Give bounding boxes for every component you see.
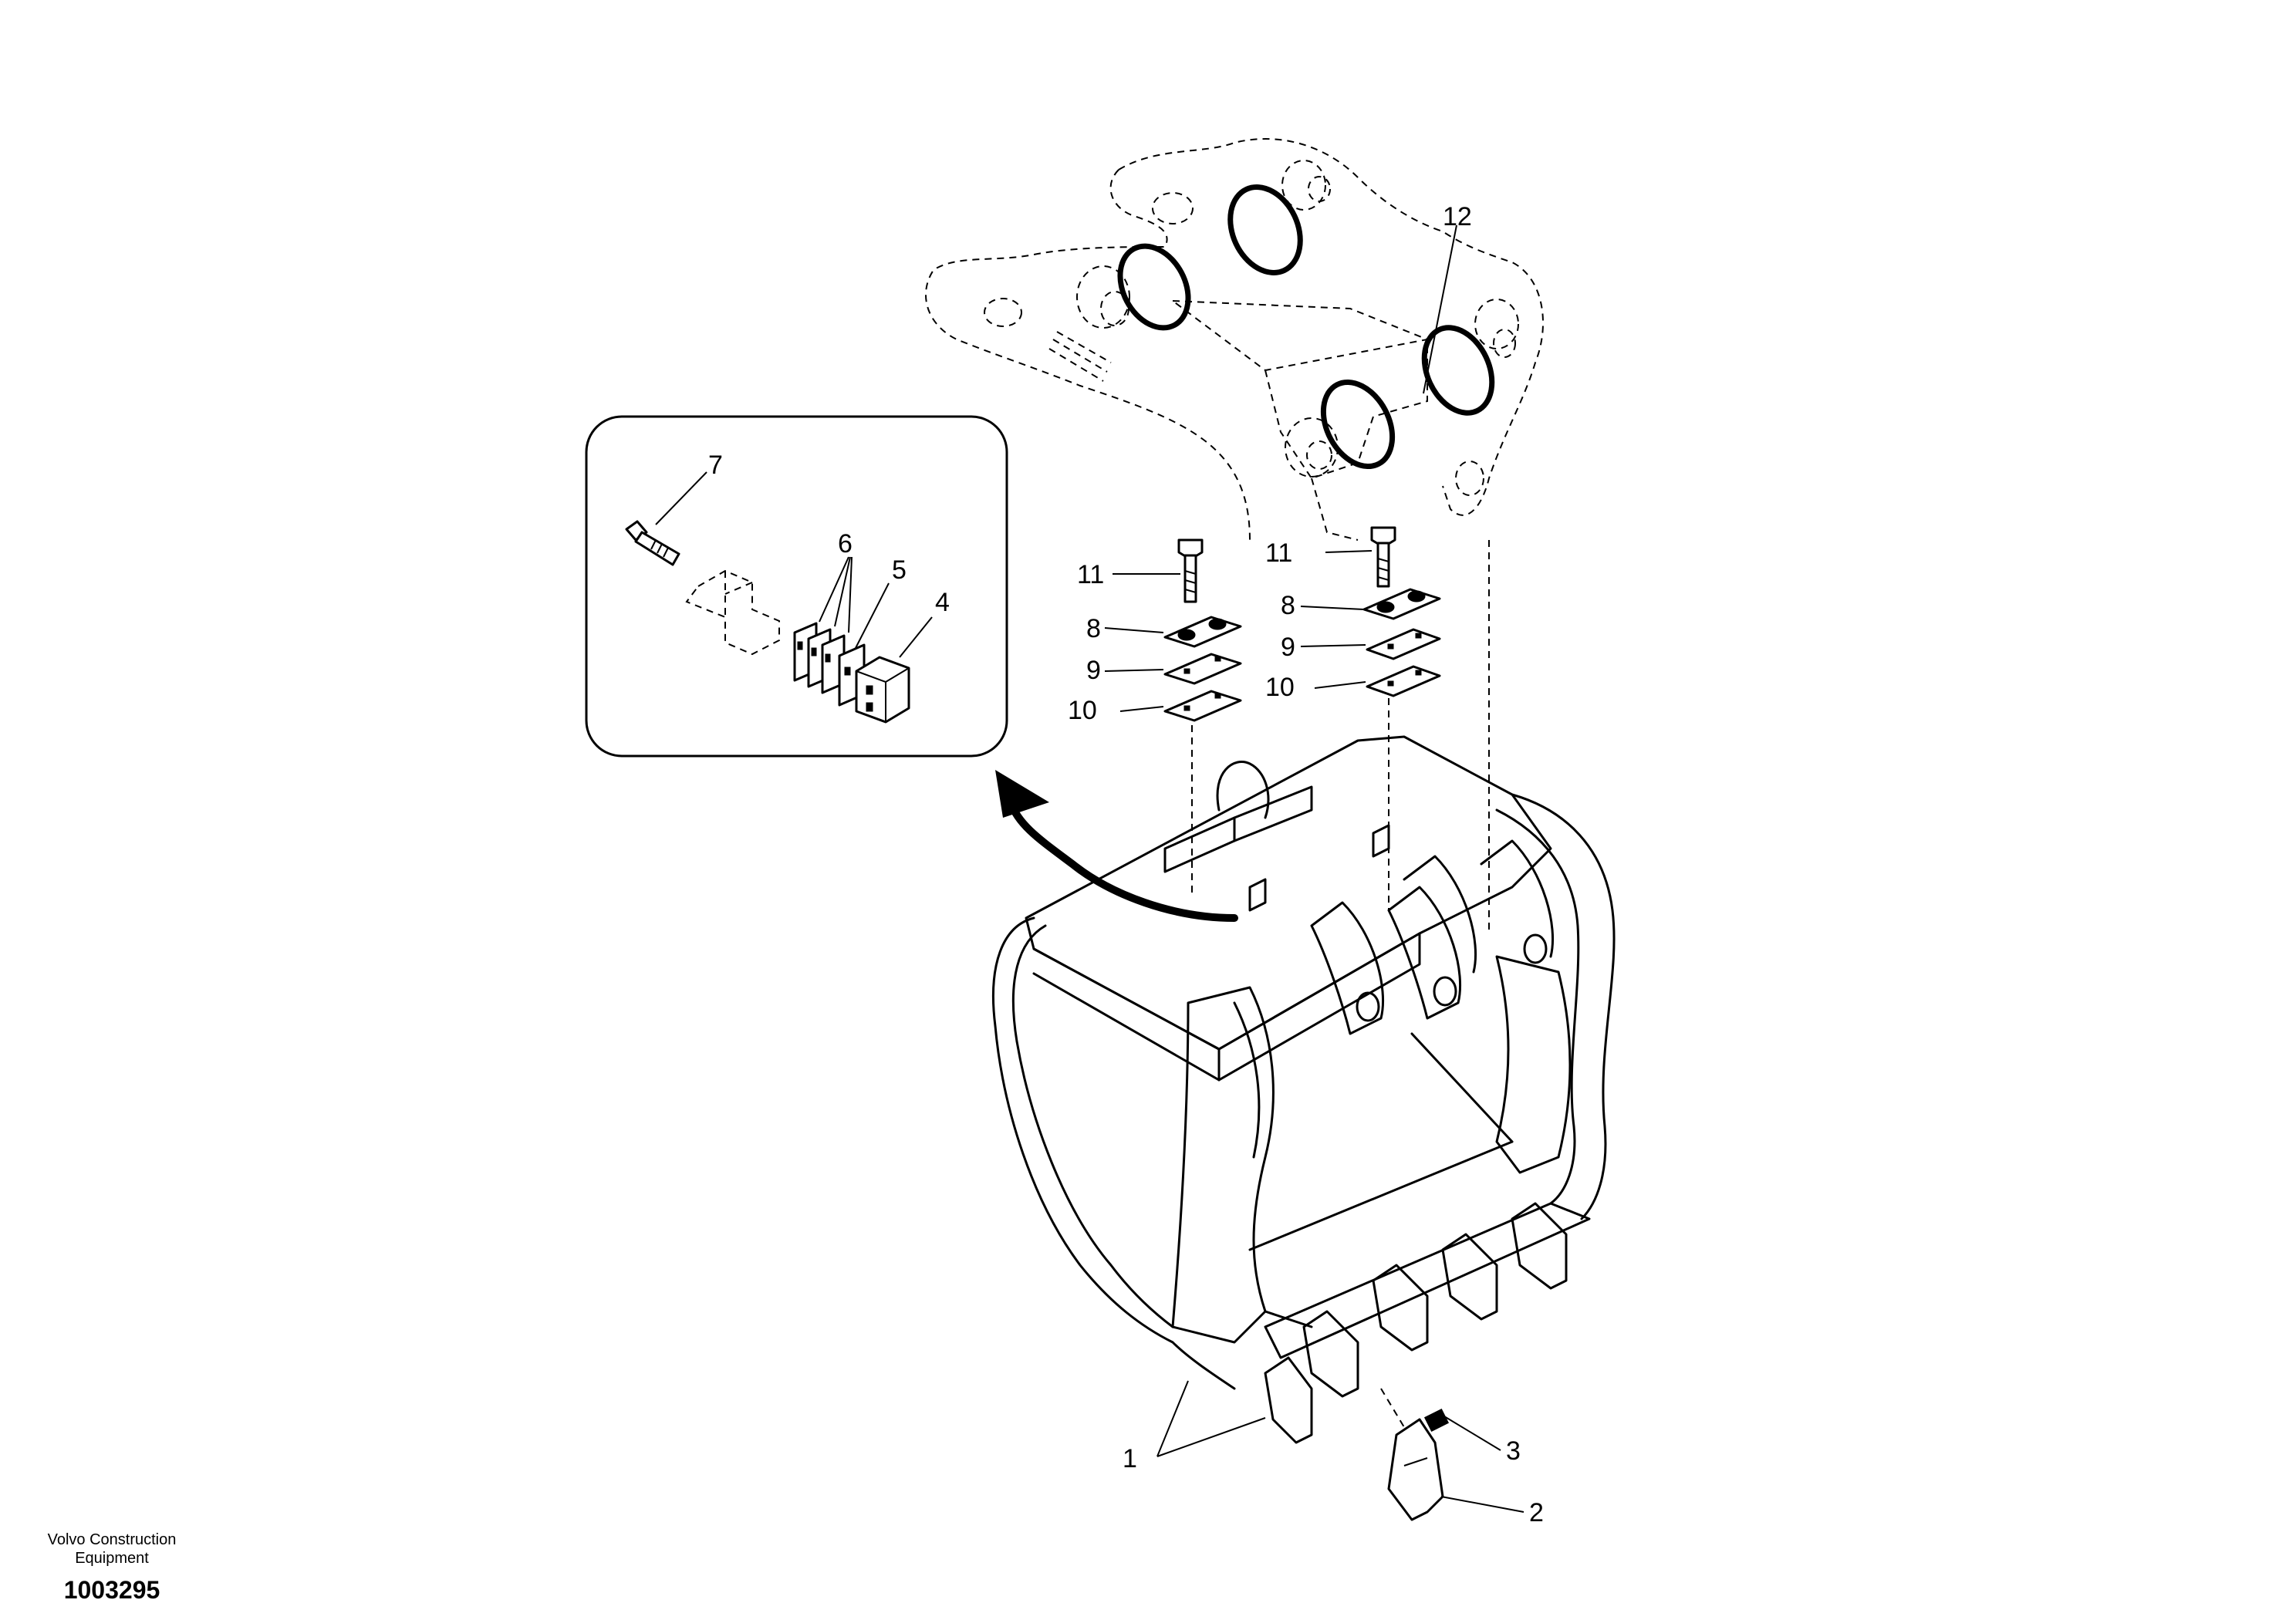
detail-inset	[585, 415, 1008, 758]
bucket	[992, 735, 1616, 1444]
block-4	[855, 656, 910, 724]
callout-8-right: 8	[1281, 591, 1295, 620]
right-pin-stack	[1362, 526, 1490, 933]
bolt-7	[625, 520, 680, 566]
callout-11-right: 11	[1265, 538, 1292, 568]
callout-10-left: 10	[1068, 696, 1097, 725]
callout-5: 5	[892, 555, 907, 585]
callout-12: 12	[1443, 202, 1472, 231]
left-pin-stack	[1163, 538, 1242, 895]
callout-2: 2	[1529, 1498, 1544, 1527]
document-number: 1003295	[64, 1576, 160, 1604]
o-ring-seals	[1117, 184, 1495, 470]
detail-arrow	[995, 770, 1238, 922]
coupler-outline	[925, 138, 1544, 541]
callout-8-left: 8	[1086, 614, 1101, 643]
brand-line-2: Equipment	[75, 1550, 149, 1567]
leaders	[1104, 224, 1457, 1457]
brand-line-1: Volvo Construction	[48, 1531, 177, 1548]
callout-11-left: 11	[1077, 560, 1104, 589]
tooth-assembly	[1380, 1388, 1524, 1521]
callout-4: 4	[935, 588, 950, 617]
bucket-teeth	[1264, 1202, 1568, 1444]
callout-labels: 1 2 3 4 5 6 7 8 8 9 9 10 10 11 11 12	[708, 202, 1544, 1527]
callout-1: 1	[1123, 1444, 1137, 1473]
callout-9-right: 9	[1281, 633, 1295, 662]
callout-10-right: 10	[1265, 673, 1295, 702]
callout-9-left: 9	[1086, 656, 1101, 685]
callout-3: 3	[1506, 1436, 1521, 1466]
callout-7: 7	[708, 451, 723, 480]
callout-6: 6	[838, 529, 853, 559]
footer: Volvo Construction Equipment 1003295	[48, 1531, 177, 1604]
shims-6	[793, 622, 846, 694]
